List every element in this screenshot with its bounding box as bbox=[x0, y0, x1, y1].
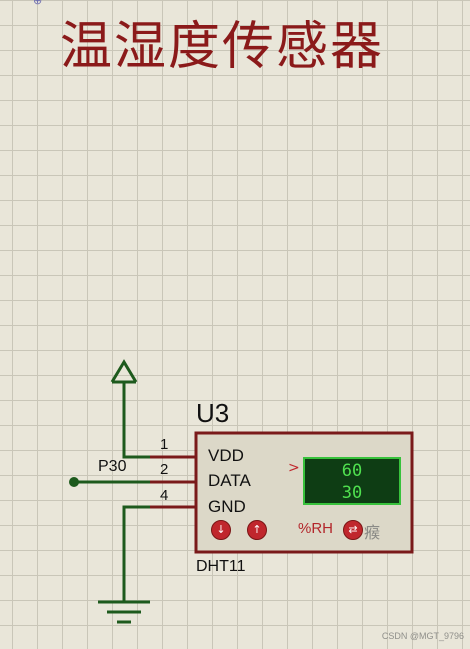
ground-icon[interactable] bbox=[98, 600, 150, 624]
net-label-p30[interactable]: P30 bbox=[98, 458, 127, 475]
data-junction-dot bbox=[69, 477, 79, 487]
page-title: 温湿度传感器 bbox=[60, 17, 385, 77]
humidity-value: 60 bbox=[341, 461, 363, 481]
decrease-button[interactable]: ↓ bbox=[211, 520, 231, 540]
pin-number-4: 4 bbox=[160, 487, 169, 504]
origin-marker-icon: ⊕ bbox=[33, 0, 43, 7]
unit-label: %RH bbox=[298, 520, 334, 537]
component-part-name: DHT11 bbox=[196, 558, 246, 575]
gnd-wire[interactable] bbox=[122, 505, 150, 602]
temperature-value: 30 bbox=[341, 483, 363, 503]
extra-glyph-label: 瘊 bbox=[364, 523, 381, 542]
pin-label-data: DATA bbox=[208, 471, 251, 490]
increase-button[interactable]: ↑ bbox=[247, 520, 267, 540]
pin-label-gnd: GND bbox=[208, 497, 246, 516]
display-indicator: > bbox=[288, 460, 300, 476]
pin-number-2: 2 bbox=[160, 461, 169, 478]
sensor-display: 60 30 bbox=[303, 457, 401, 505]
vdd-wire[interactable] bbox=[122, 382, 150, 459]
watermark: CSDN @MGT_9796 bbox=[381, 631, 464, 641]
component-reference: U3 bbox=[196, 398, 230, 428]
toggle-mode-button[interactable]: ⇄ bbox=[343, 520, 363, 540]
power-terminal-arrow[interactable] bbox=[110, 359, 138, 383]
pin-number-1: 1 bbox=[160, 436, 169, 453]
pin-label-vdd: VDD bbox=[208, 446, 244, 465]
